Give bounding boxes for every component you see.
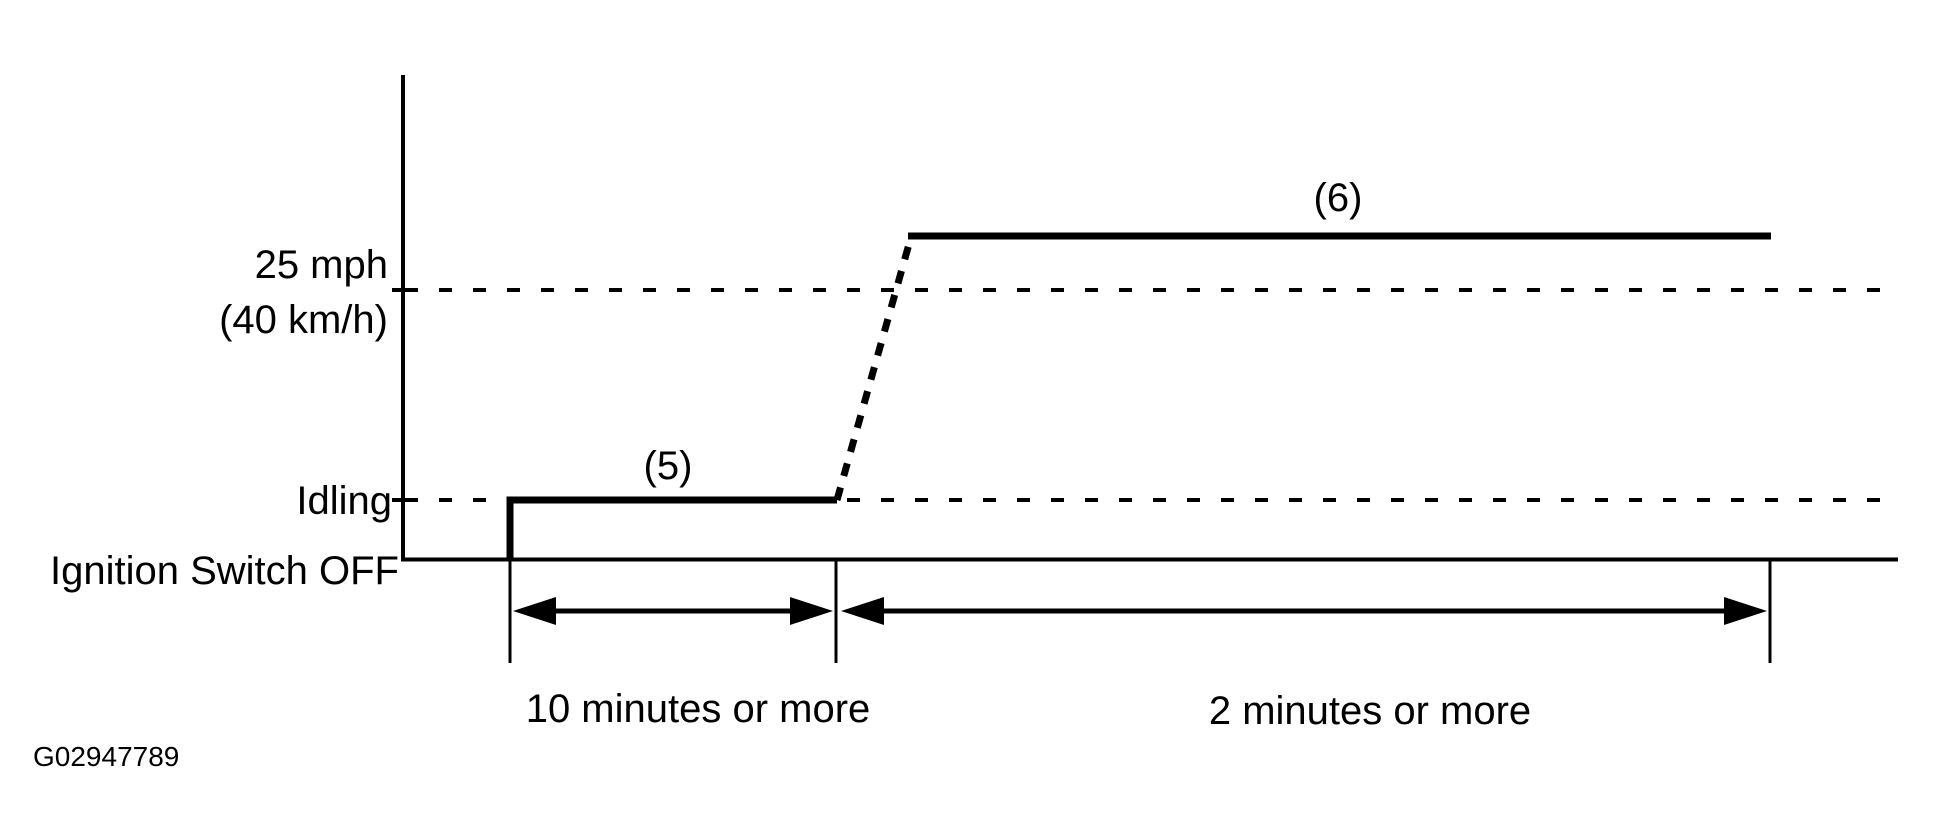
idle-duration-arrow xyxy=(513,597,833,625)
idling-label: Idling xyxy=(296,479,392,523)
idle-segment-callout: (5) xyxy=(644,444,693,488)
acceleration-dashed-ramp xyxy=(833,236,915,501)
speed-threshold-label-kmh: (40 km/h) xyxy=(219,298,388,342)
ignition-switch-off-label: Ignition Switch OFF xyxy=(50,549,399,593)
speed-threshold-label-mph: 25 mph xyxy=(255,243,388,287)
drive-duration-label: 2 minutes or more xyxy=(1209,689,1531,733)
arrowhead-left-icon xyxy=(841,597,884,625)
drive-duration-arrow xyxy=(841,597,1767,625)
idle-segment-line xyxy=(506,496,837,560)
arrowhead-right-icon xyxy=(1724,597,1767,625)
idle-duration-label: 10 minutes or more xyxy=(526,687,871,731)
arrowhead-right-icon xyxy=(790,597,833,625)
drive-segment-callout: (6) xyxy=(1314,176,1363,220)
figure-id: G02947789 xyxy=(33,741,179,772)
arrowhead-left-icon xyxy=(513,597,556,625)
